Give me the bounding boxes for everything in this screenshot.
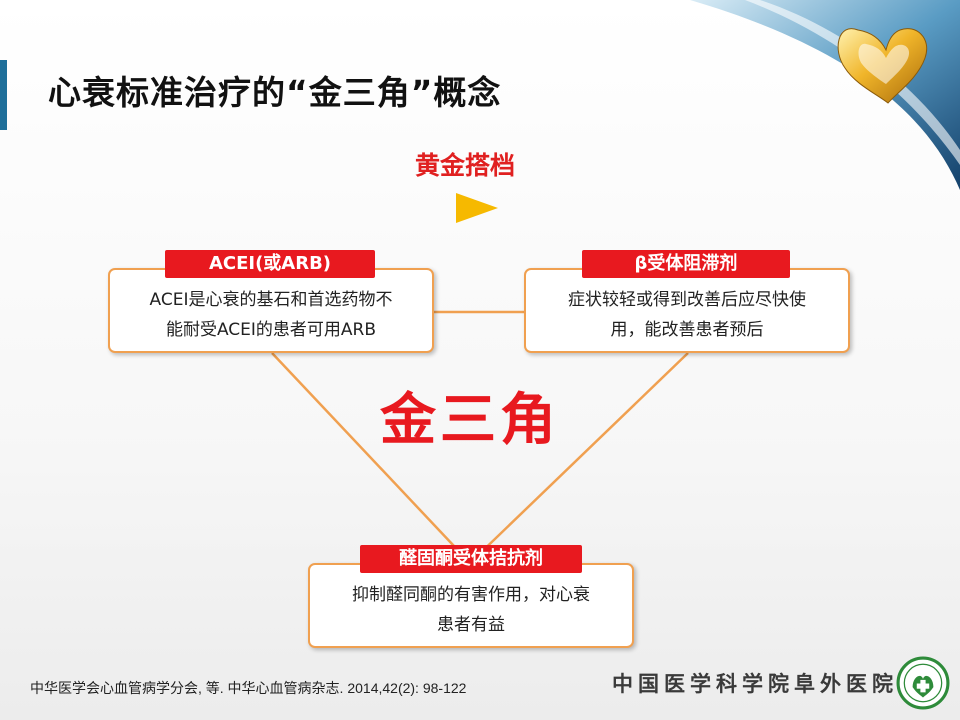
- golden-triangle-label: 金三角: [380, 388, 560, 453]
- play-arrow-icon: [456, 193, 498, 223]
- gold-heart-logo-icon: [837, 28, 928, 104]
- connector-right: [469, 352, 689, 564]
- citation-text: 中华医学会心血管病学分会, 等. 中华心血管病杂志. 2014,42(2): 9…: [30, 680, 467, 696]
- beta-blocker-tag: β受体阻滞剂: [582, 250, 790, 278]
- beta-blocker-text-line1: 症状较轻或得到改善后应尽快使: [568, 290, 806, 310]
- aldosterone-text-line1: 抑制醛同酮的有害作用，对心衰: [352, 585, 590, 605]
- aldosterone-tag: 醛固酮受体拮抗剂: [360, 545, 582, 573]
- acei-text-line2: 能耐受ACEI的患者可用ARB: [165, 320, 377, 340]
- beta-blocker-box: 症状较轻或得到改善后应尽快使 用，能改善患者预后: [524, 268, 850, 353]
- connector-left: [271, 352, 471, 564]
- acei-tag: ACEI(或ARB): [165, 250, 375, 278]
- hospital-emblem-icon: [896, 656, 950, 710]
- golden-partner-heading: 黄金搭档: [414, 151, 515, 180]
- acei-text-line1: ACEI是心衰的基石和首选药物不: [149, 290, 393, 310]
- aldosterone-text-line2: 患者有益: [437, 615, 505, 635]
- beta-blocker-text-line2: 用，能改善患者预后: [610, 320, 764, 340]
- title-accent-bar: [0, 60, 7, 130]
- hospital-name: 中国医学科学院阜外医院: [612, 671, 898, 696]
- slide-title: 心衰标准治疗的“金三角”概念: [48, 73, 502, 112]
- aldosterone-box: 抑制醛同酮的有害作用，对心衰 患者有益: [308, 563, 634, 648]
- acei-box: ACEI是心衰的基石和首选药物不 能耐受ACEI的患者可用ARB: [108, 268, 434, 353]
